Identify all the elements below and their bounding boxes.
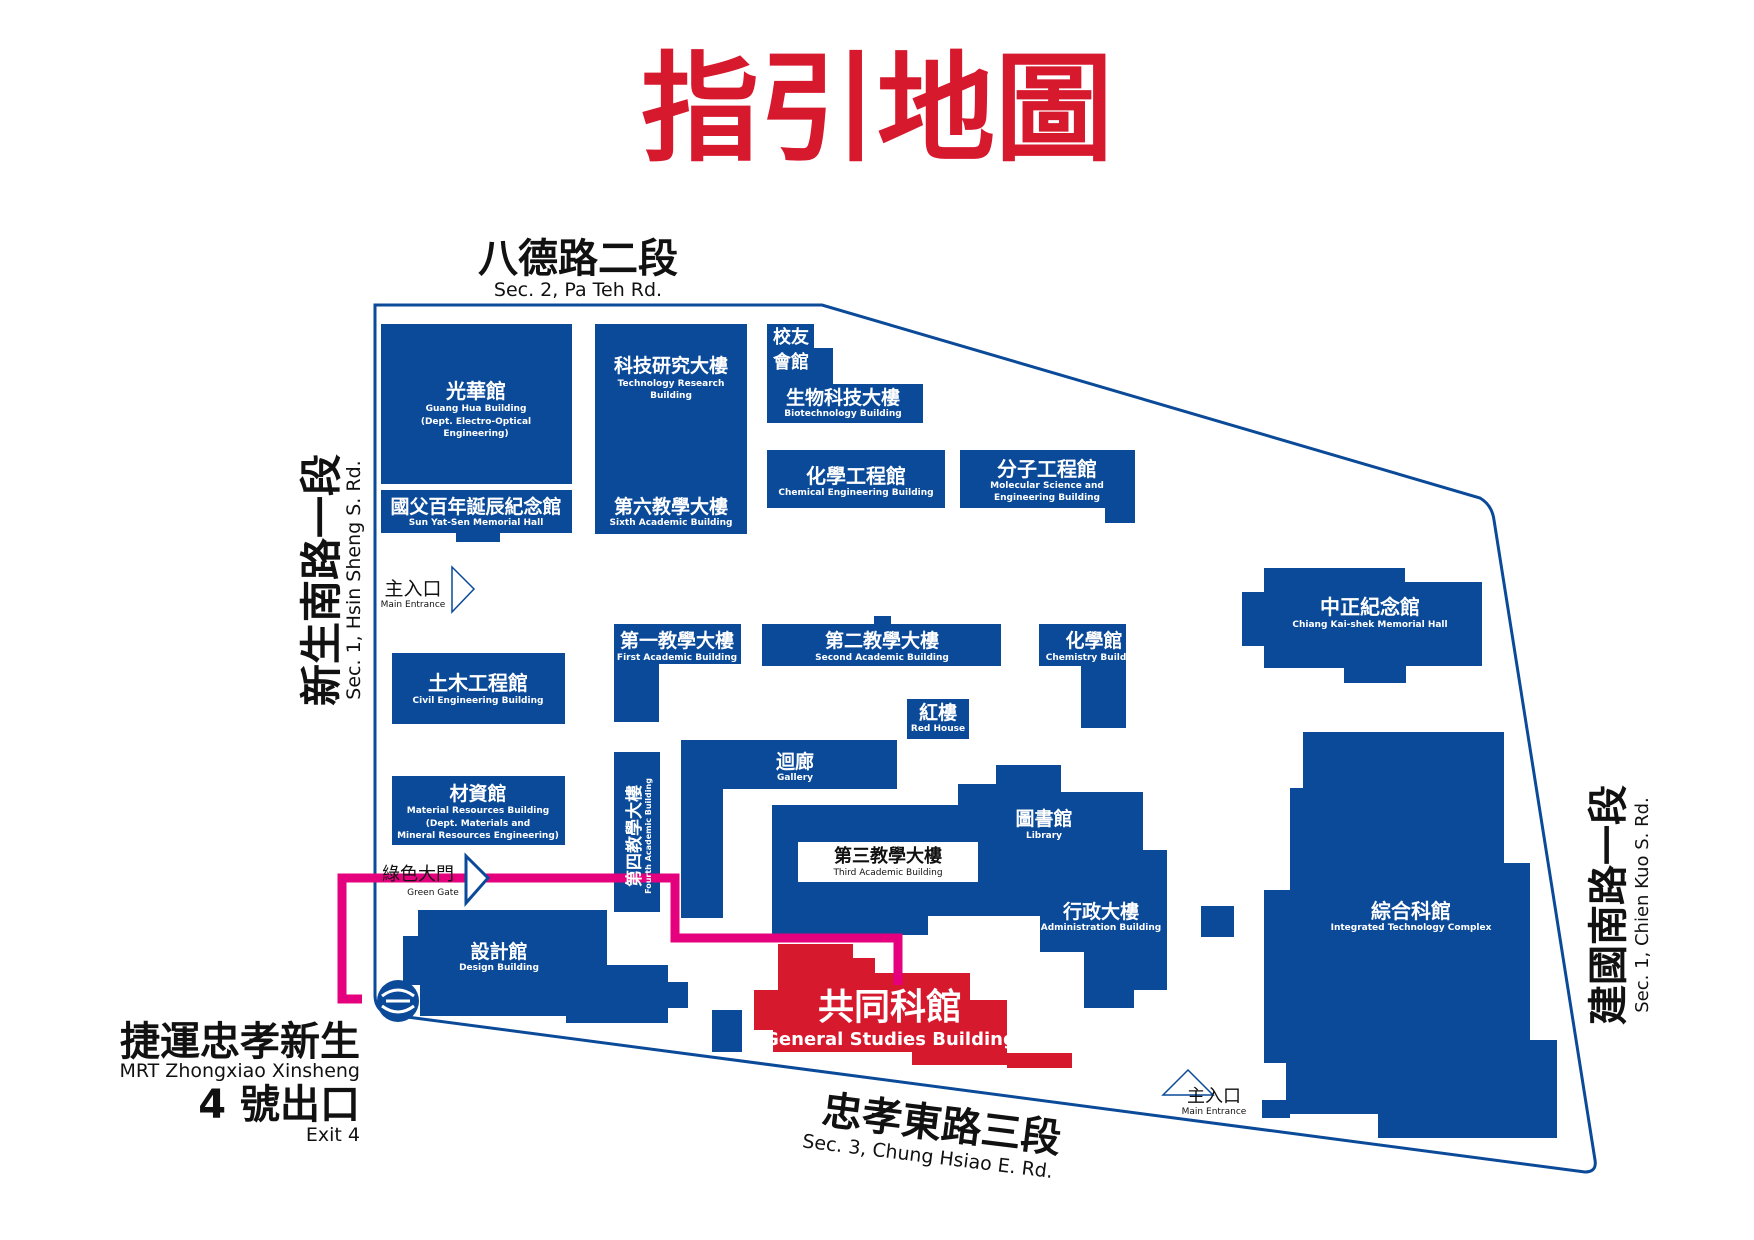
- building-chemistry[interactable]: [1039, 624, 1126, 728]
- sixth-zh: 第六教學大樓: [614, 495, 728, 518]
- guanghua-zh: 光華館: [445, 379, 506, 403]
- ckshek-en: Chiang Kai-shek Memorial Hall: [1292, 620, 1447, 630]
- building-gallery[interactable]: [681, 740, 897, 918]
- third-academic-label-box: [798, 842, 978, 882]
- sixth-en: Sixth Academic Building: [610, 518, 733, 528]
- main-entrance-south-marker[interactable]: [1161, 1068, 1215, 1096]
- chem-eng-en: Chemical Engineering Building: [778, 488, 933, 498]
- first-zh: 第一教學大樓: [620, 629, 734, 652]
- main-entrance-west-marker[interactable]: [451, 565, 476, 614]
- building-guanghua[interactable]: [381, 324, 572, 484]
- building-sunyatsen[interactable]: [381, 490, 572, 533]
- building-chem-eng[interactable]: [767, 450, 945, 508]
- fourth-en: Fourth Academic Building: [644, 778, 653, 894]
- molecular-zh: 分子工程館: [997, 457, 1097, 481]
- integrated-zh: 綜合科館: [1371, 899, 1451, 923]
- chemistry-zh: 化學館: [1065, 629, 1122, 652]
- mrt-exit-zh: 4 號出口: [198, 1082, 360, 1128]
- redhouse-en: Red House: [911, 724, 965, 734]
- guanghua-en2: (Dept. Electro-Optical: [421, 417, 531, 427]
- biotech-zh: 生物科技大樓: [786, 386, 900, 409]
- design-zh: 設計館: [470, 940, 527, 963]
- integrated-en: Integrated Technology Complex: [1331, 923, 1492, 933]
- redhouse-zh: 紅樓: [919, 701, 957, 724]
- road-west-zh: 新生南路一段: [297, 454, 346, 706]
- building-material[interactable]: [392, 776, 565, 845]
- fourth-zh: 第四教學大樓: [624, 785, 645, 887]
- sunyatsen-en: Sun Yat-Sen Memorial Hall: [409, 518, 544, 528]
- building-design[interactable]: [403, 910, 688, 1023]
- building-third-library[interactable]: [772, 765, 1167, 1008]
- building-fourth[interactable]: [614, 752, 660, 912]
- road-east-en: Sec. 1, Chien Kuo S. Rd.: [1632, 797, 1653, 1013]
- building-general-studies[interactable]: [754, 944, 1072, 1068]
- building-civil[interactable]: [392, 653, 565, 724]
- road-north-zh: 八德路二段: [478, 236, 678, 282]
- material-zh: 材資館: [449, 782, 506, 805]
- green-gate-marker[interactable]: [464, 852, 491, 907]
- admin-en: Administration Building: [1041, 923, 1161, 933]
- main-entrance-south-en: Main Entrance: [1182, 1107, 1247, 1117]
- green-gate-en: Green Gate: [407, 888, 459, 898]
- guanghua-en1: Guang Hua Building: [426, 404, 527, 414]
- civil-en: Civil Engineering Building: [413, 696, 544, 706]
- alumni-zh2: 會館: [773, 351, 809, 373]
- chem-eng-zh: 化學工程館: [806, 464, 906, 488]
- biotech-en: Biotechnology Building: [784, 409, 901, 419]
- building-first[interactable]: [614, 624, 741, 722]
- route-mrt-to-general: [337, 873, 903, 1004]
- main-entrance-west-en: Main Entrance: [381, 600, 446, 610]
- page-title: 指引地圖: [641, 40, 1113, 178]
- third-zh: 第三教學大樓: [834, 845, 942, 867]
- road-west-en: Sec. 1, Hsin Sheng S. Rd.: [343, 460, 365, 699]
- building-tech-research[interactable]: [595, 324, 747, 534]
- admin-zh: 行政大樓: [1062, 900, 1139, 923]
- library-zh: 圖書館: [1015, 807, 1072, 830]
- building-ckshek[interactable]: [1242, 568, 1482, 683]
- design-en: Design Building: [459, 963, 539, 973]
- sunyatsen-zh: 國父百年誕辰紀念館: [390, 495, 561, 518]
- material-en1: Material Resources Building: [407, 806, 549, 816]
- green-gate-zh: 綠色大門: [382, 864, 454, 885]
- gallery-zh: 迴廊: [776, 750, 814, 773]
- third-en: Third Academic Building: [832, 868, 942, 878]
- second-en: Second Academic Building: [815, 653, 949, 663]
- building-redhouse[interactable]: [907, 699, 969, 739]
- material-en2: (Dept. Materials and: [426, 819, 531, 829]
- civil-zh: 土木工程館: [428, 671, 528, 695]
- mrt-exit-en: Exit 4: [306, 1124, 360, 1146]
- molecular-en2: Engineering Building: [994, 493, 1100, 503]
- building-integrated[interactable]: [1264, 732, 1557, 1138]
- gallery-en: Gallery: [777, 773, 813, 783]
- mrt-logo-icon: [377, 980, 419, 1022]
- guanghua-en3: Engineering): [443, 429, 508, 439]
- material-en3: Mineral Resources Engineering): [397, 831, 559, 841]
- chemistry-en: Chemistry Building: [1046, 653, 1143, 663]
- second-zh: 第二教學大樓: [825, 629, 939, 652]
- first-en: First Academic Building: [617, 653, 737, 663]
- general-en: General Studies Building: [764, 1029, 1016, 1050]
- main-entrance-south-zh: 主入口: [1187, 1086, 1241, 1107]
- road-east-zh: 建國南路一段: [1586, 785, 1632, 1025]
- library-en: Library: [1026, 831, 1062, 841]
- building-molecular[interactable]: [960, 450, 1135, 523]
- main-entrance-west-zh: 主入口: [384, 578, 441, 600]
- building-shapes: [381, 324, 1557, 1138]
- ckshek-zh: 中正紀念館: [1320, 595, 1420, 619]
- tech-research-zh: 科技研究大樓: [614, 354, 728, 377]
- general-zh: 共同科館: [818, 986, 962, 1028]
- tech-research-en1: Technology Research: [618, 379, 725, 389]
- road-north-en: Sec. 2, Pa Teh Rd.: [494, 279, 662, 301]
- building-alumni-biotech[interactable]: [767, 324, 923, 423]
- alumni-zh1: 校友: [773, 326, 809, 348]
- molecular-en1: Molecular Science and: [990, 481, 1104, 491]
- building-second[interactable]: [762, 616, 1001, 666]
- tech-research-en2: Building: [650, 391, 692, 401]
- mrt-station-zh: 捷運忠孝新生: [120, 1019, 360, 1065]
- mrt-station-en: MRT Zhongxiao Xinsheng: [119, 1060, 360, 1082]
